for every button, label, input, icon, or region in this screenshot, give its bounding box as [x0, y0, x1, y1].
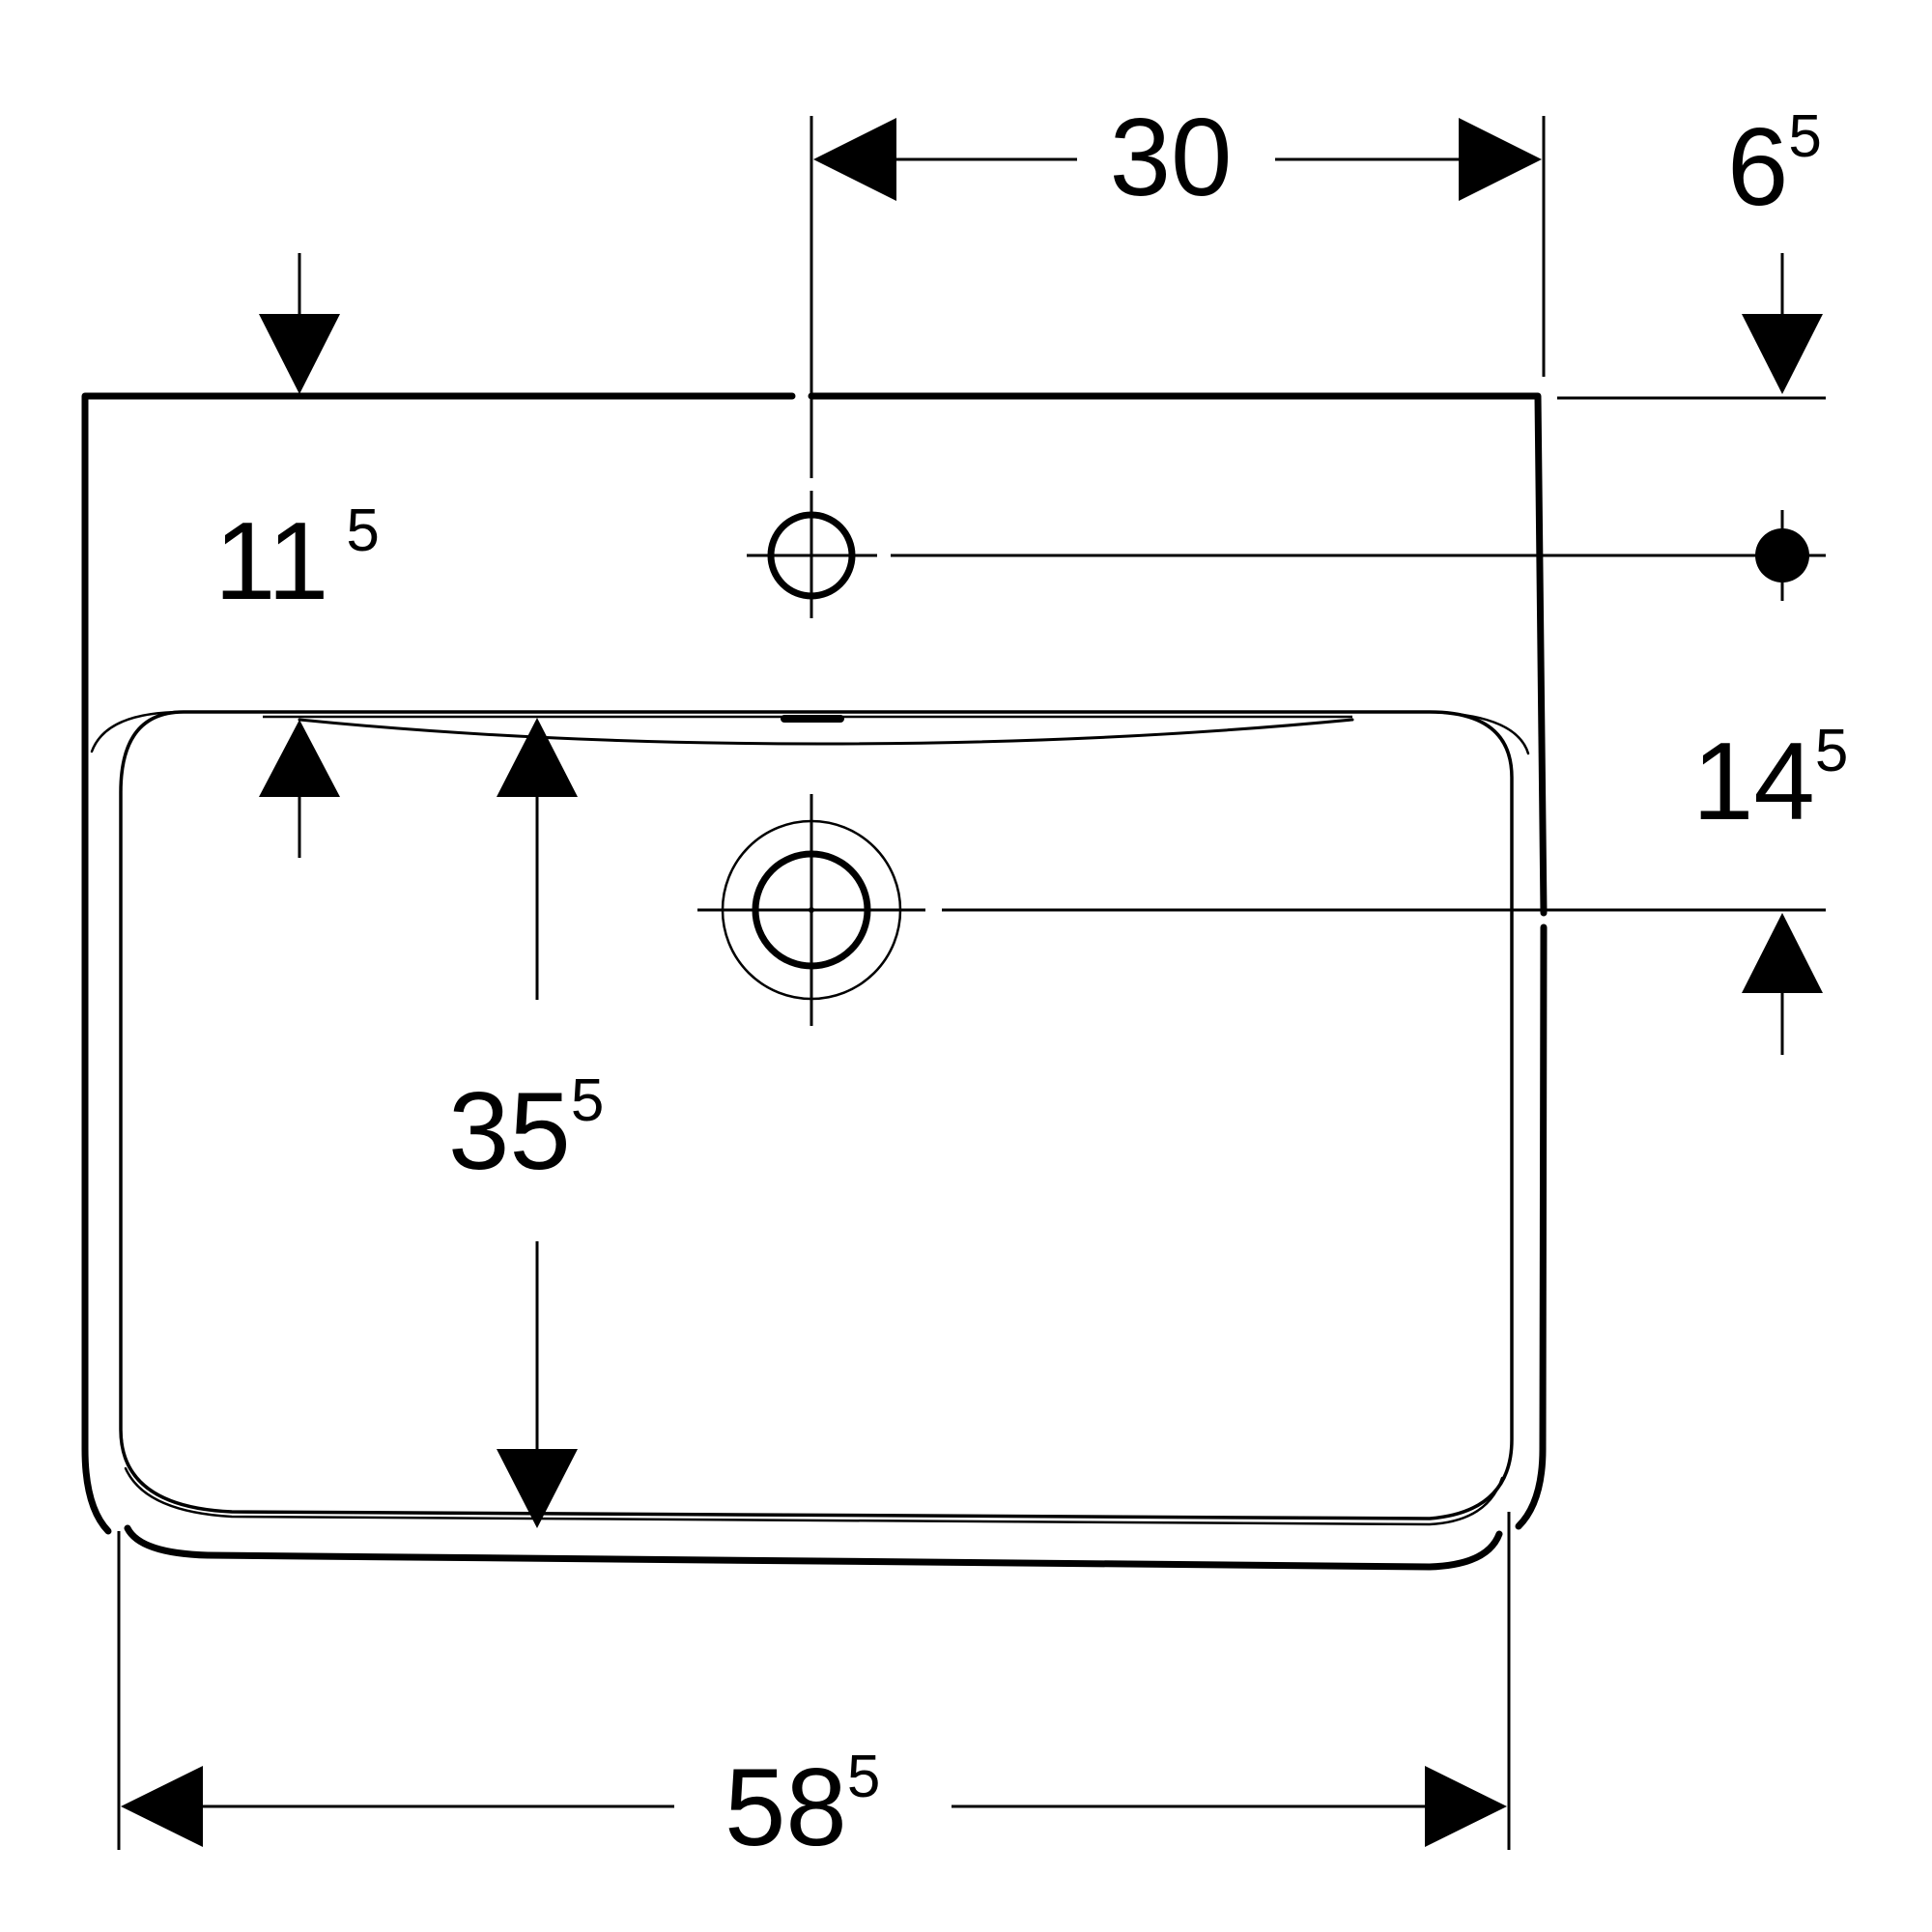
dimension-label-6-5: 65	[1727, 103, 1822, 229]
dimension-rim-left	[259, 253, 1352, 858]
dimension-bowl-depth	[497, 718, 578, 1528]
bowl-rim-shadow	[90, 710, 1530, 755]
basin-outer-edge-right	[808, 392, 1548, 1530]
dimension-label-58-5: 585	[724, 1744, 880, 1869]
basin-outline	[81, 392, 1548, 1571]
dimension-bowl-width	[117, 1512, 1511, 1850]
bowl-inner-edge	[119, 710, 1514, 1520]
dimension-label-35-5: 355	[448, 1067, 604, 1193]
dimension-tap-to-waste	[942, 908, 1826, 1055]
dimension-rim-right	[891, 253, 1826, 601]
dimension-tap-offset	[810, 116, 1546, 478]
dimension-label-30: 30	[1110, 97, 1233, 219]
tap-hole	[747, 491, 877, 618]
basin-outer-edge	[81, 392, 796, 1535]
waste-outlet	[697, 794, 925, 1026]
bowl-back-curve	[298, 718, 1354, 746]
basin-front-lip	[124, 1524, 1503, 1571]
bowl-front-shadow	[124, 1466, 1504, 1526]
dimension-label-14-5: 145	[1692, 718, 1848, 843]
